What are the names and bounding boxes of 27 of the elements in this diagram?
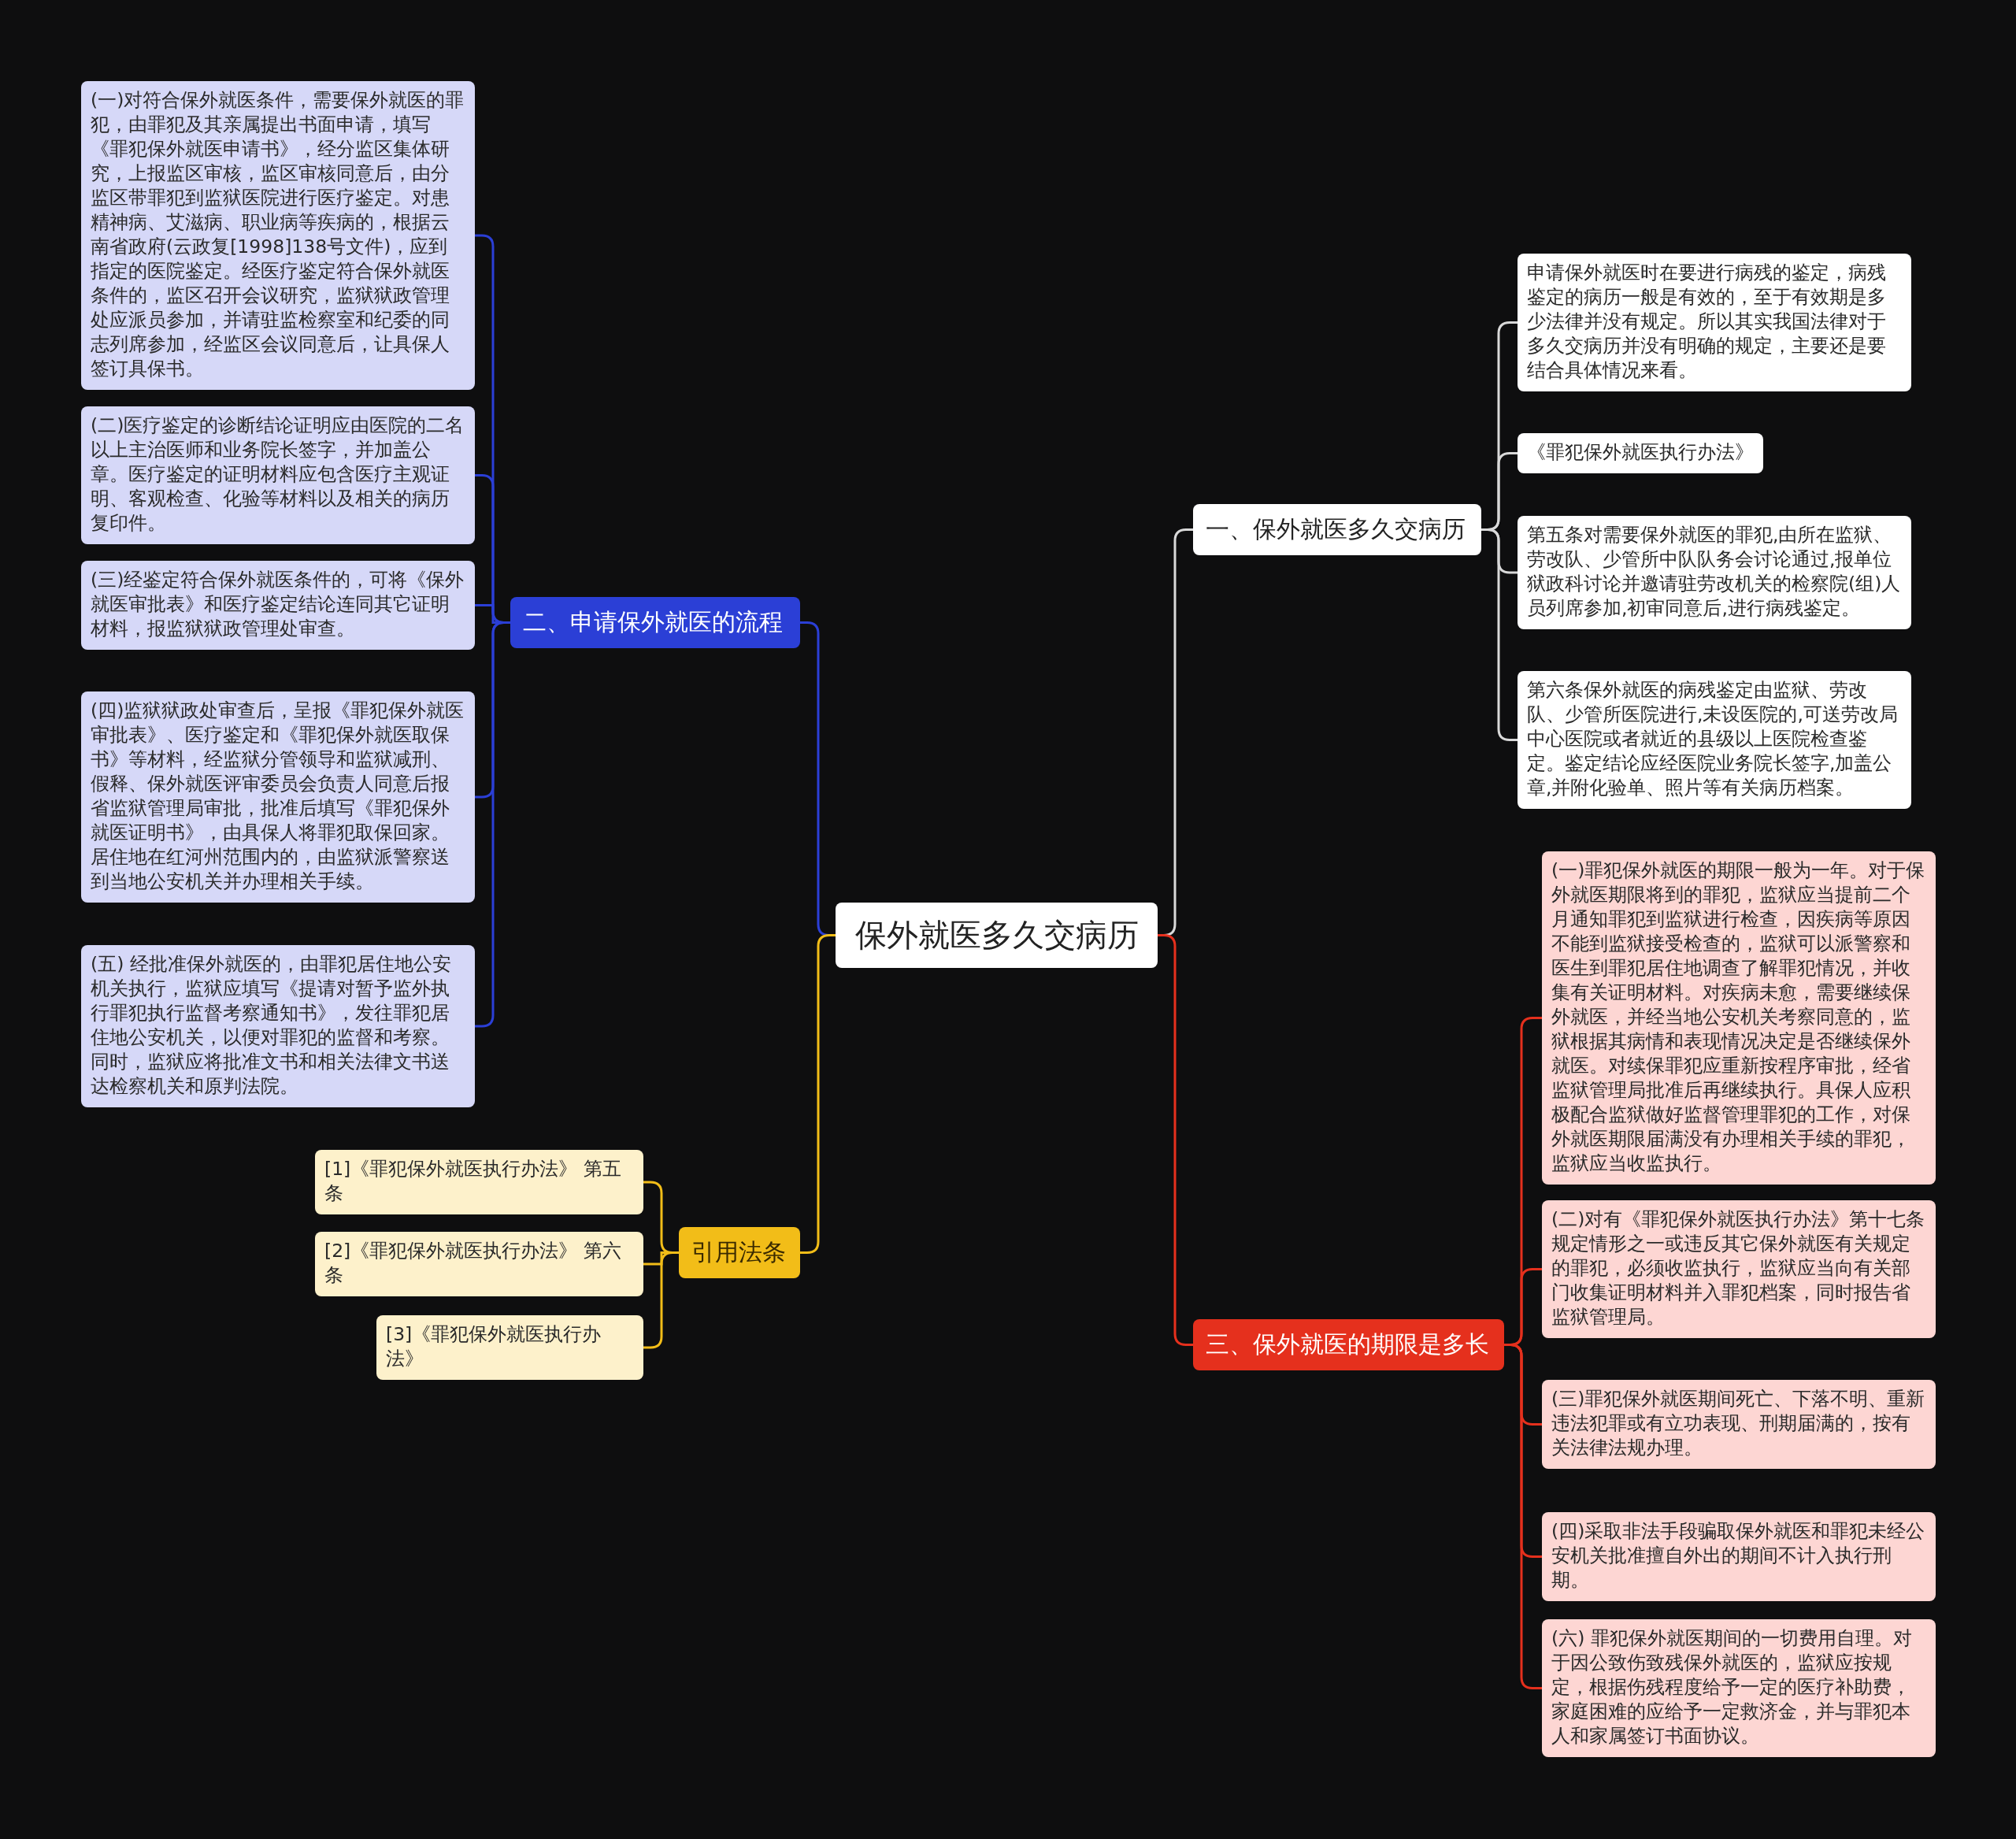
note-box: 第六条保外就医的病残鉴定由监狱、劳改队、少管所医院进行,未设医院的,可送劳改局中心医院或者就近的县级以上医院检查鉴定。鉴定结论应经医院业务院长签字,加盖公章,并附化验单、照片等有关病历档案。 <box>1518 671 1911 809</box>
note-box: 第五条对需要保外就医的罪犯,由所在监狱、劳改队、少管所中队队务会讨论通过,报单位狱政科讨论并邀请驻劳改机关的检察院(组)人员列席参加,初审同意后,进行病残鉴定。 <box>1518 516 1911 629</box>
connector-line <box>1158 934 1193 1346</box>
branch-topic-box: 三、保外就医的期限是多长 <box>1193 1319 1504 1370</box>
note-box: 《罪犯保外就医执行办法》 <box>1518 433 1763 473</box>
branch-topic-box: 二、申请保外就医的流程 <box>510 597 800 648</box>
note-box: (六) 罪犯保外就医期间的一切费用自理。对于因公致伤致残保外就医的，监狱应按规定，根据伤残程度给予一定的医疗补助费，家庭困难的应给予一定救济金，并与罪犯本人和家属签订书面协议。 <box>1542 1619 1936 1757</box>
note-box: (三)经鉴定符合保外就医条件的，可将《保外就医审批表》和医疗鉴定结论连同其它证明材料，报监狱狱政管理处审查。 <box>81 561 475 650</box>
note-box: (四)采取非法手段骗取保外就医和罪犯未经公安机关批准擅自外出的期间不计入执行刑期。 <box>1542 1512 1936 1601</box>
connector-line <box>1504 1344 1542 1689</box>
note-box: (二)医疗鉴定的诊断结论证明应由医院的二名以上主治医师和业务院长签字，并加盖公章。医疗鉴定的证明材料应包含医疗主观证明、客观检查、化验等材料以及相关的病历复印件。 <box>81 406 475 544</box>
note-box: [2]《罪犯保外就医执行办法》 第六条 <box>315 1232 643 1296</box>
note-box: (一)对符合保外就医条件，需要保外就医的罪犯，由罪犯及其亲属提出书面申请，填写《罪犯保外就医申请书》，经分监区集体研究，上报监区审核，监区审核同意后，由分监区带罪犯到监狱医院进行医疗鉴定。对患精神病、艾滋病、职业病等疾病的，根据云南省政府(云政复[1998]138号文件)，应到指定的医院鉴定。经医疗鉴定符合保外就医条件的，监区召开会议研究，监狱狱政管理处应派员参加，并请驻监检察室和纪委的同志列席参加，经监区会议同意后，让具保人签订具保书。 <box>81 81 475 390</box>
note-box: (三)罪犯保外就医期间死亡、下落不明、重新违法犯罪或有立功表现、刑期届满的，按有关法律法规办理。 <box>1542 1380 1936 1469</box>
connector-line <box>1481 528 1518 741</box>
branch-topic-box: 引用法条 <box>679 1227 800 1278</box>
note-box: (五) 经批准保外就医的，由罪犯居住地公安机关执行，监狱应填写《提请对暂予监外执行罪犯执行监督考察通知书》，发往罪犯居住地公安机关，以便对罪犯的监督和考察。同时，监狱应将批准文书和相关法律文书送达检察机关和原判法院。 <box>81 945 475 1107</box>
branch-topic-box: 一、保外就医多久交病历 <box>1193 504 1481 555</box>
connector-line <box>643 1251 679 1349</box>
note-box: (二)对有《罪犯保外就医执行办法》第十七条规定情形之一或违反其它保外就医有关规定的罪犯，必须收监执行，监狱应当向有关部门收集证明材料并入罪犯档案，同时报告省监狱管理局。 <box>1542 1200 1936 1338</box>
note-box: 申请保外就医时在要进行病残的鉴定，病残鉴定的病历一般是有效的，至于有效期是多少法律并没有规定。所以其实我国法律对于多久交病历并没有明确的规定，主要还是要结合具体情况来看。 <box>1518 254 1911 391</box>
note-box: (四)监狱狱政处审查后，呈报《罪犯保外就医审批表》、医疗鉴定和《罪犯保外就医取保书》等材料，经监狱分管领导和监狱减刑、假释、保外就医评审委员会负责人同意后报省监狱管理局审批，批准后填写《罪犯保外就医证明书》，由具保人将罪犯取保回家。居住地在红河州范围内的，由监狱派警察送到当地公安机关并办理相关手续。 <box>81 691 475 903</box>
connector-line <box>800 934 836 1254</box>
central-topic-box: 保外就医多久交病历 <box>836 903 1158 968</box>
note-box: [1]《罪犯保外就医执行办法》 第五条 <box>315 1150 643 1214</box>
note-box: (一)罪犯保外就医的期限一般为一年。对于保外就医期限将到的罪犯，监狱应当提前二个月通知罪犯到监狱进行检查，因疾病等原因不能到监狱接受检查的，监狱可以派警察和医生到罪犯居住地调查了解罪犯情况，并收集有关证明材料。对疾病未愈，需要继续保外就医，并经当地公安机关考察同意的，监狱根据其病情和表现情况决定是否继续保外就医。对续保罪犯应重新按程序审批，经省监狱管理局批准后再继续执行。具保人应积极配合监狱做好监督管理罪犯的工作，对保外就医期限届满没有办理相关手续的罪犯，监狱应当收监执行。 <box>1542 851 1936 1185</box>
note-box: [3]《罪犯保外就医执行办法》 <box>376 1315 643 1380</box>
